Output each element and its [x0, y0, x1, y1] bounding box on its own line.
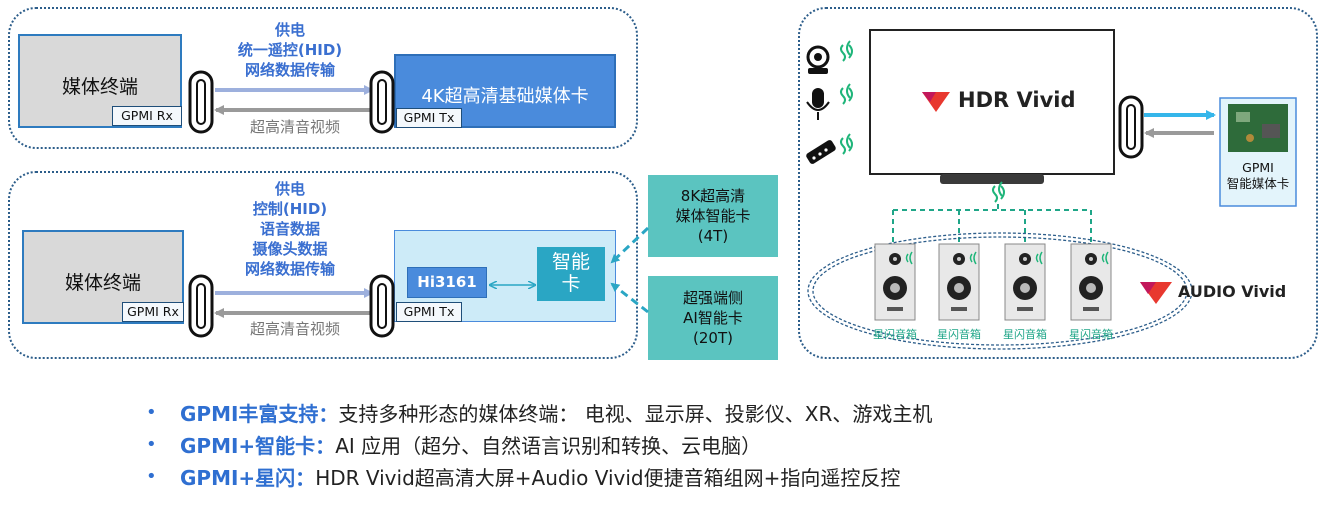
forward-label: 供电 — [274, 21, 305, 39]
teal-card-line: 8K超高清 — [680, 187, 746, 205]
mid-forward-labels: 供电 控制(HID) 语音数据 摄像头数据 网络数据传输 — [210, 179, 370, 279]
forward-label: 供电 — [274, 180, 305, 198]
forward-label: 统一遥控(HID) — [237, 41, 343, 59]
bullet-text: AI 应用（超分、自然语言识别和转换、云电脑） — [335, 433, 762, 458]
speaker-label: 星闪音箱 — [937, 328, 981, 341]
speaker-label: 星闪音箱 — [1003, 328, 1047, 341]
gpmi-rx-port-mid: GPMI Rx — [122, 302, 184, 322]
feature-bullet-list: • GPMI丰富支持： 支持多种形态的媒体终端： 电视、显示屏、投影仪、XR、游… — [146, 396, 932, 492]
gpmi-tx-port-mid: GPMI Tx — [396, 302, 462, 322]
microphone-icon — [806, 88, 830, 120]
wireless-link-icon — [840, 40, 853, 62]
remote-control-icon — [806, 140, 836, 164]
media-terminal-label: 媒体终端 — [61, 76, 138, 98]
forward-label: 网络数据传输 — [244, 61, 335, 79]
teal-card-line: 媒体智能卡 — [675, 207, 751, 225]
speaker-label: 星闪音箱 — [873, 328, 917, 341]
audio-vivid-logo-text: AUDIO Vivid — [1178, 282, 1287, 301]
connector-icon — [369, 70, 395, 134]
speaker-icon — [1070, 243, 1112, 321]
forward-label: 控制(HID) — [252, 200, 328, 218]
connector-icon — [1118, 95, 1144, 159]
audio-vivid-logo — [1140, 282, 1172, 304]
bullet-dot-icon: • — [146, 401, 157, 423]
top-forward-labels: 供电 统一遥控(HID) 网络数据传输 — [210, 20, 370, 80]
chip-hi3161: Hi3161 — [407, 267, 487, 298]
middle-panel — [8, 171, 638, 359]
teal-card-ai: 超强端侧 AI智能卡 (20T) — [648, 276, 778, 360]
smart-card-module: 智能卡 — [537, 247, 605, 301]
speaker-group-ellipse — [807, 232, 1193, 350]
bullet-item: • GPMI丰富支持： 支持多种形态的媒体终端： 电视、显示屏、投影仪、XR、游… — [146, 396, 932, 428]
gpmi-card-line: 智能媒体卡 — [1226, 176, 1290, 191]
wireless-link-icon — [905, 251, 1109, 265]
media-terminal-label: 媒体终端 — [64, 272, 141, 294]
gpmi-rx-port-top: GPMI Rx — [112, 106, 182, 126]
top-panel — [8, 7, 638, 149]
teal-card-line: (4T) — [697, 227, 729, 245]
bullet-heading: GPMI+星闪： — [180, 465, 316, 490]
forward-label: 语音数据 — [259, 220, 320, 238]
camera-icon — [806, 45, 830, 74]
bullet-item: • GPMI+星闪： HDR Vivid超高清大屏+Audio Vivid便捷音… — [146, 460, 932, 492]
bullet-text: 支持多种形态的媒体终端： 电视、显示屏、投影仪、XR、游戏主机 — [338, 401, 933, 426]
hdr-vivid-logo — [922, 92, 950, 112]
wireless-link-icon — [840, 83, 853, 105]
mid-return-label: 超高清音视频 — [249, 320, 340, 338]
smart-card-label: 智能卡 — [551, 251, 590, 295]
bullet-heading: GPMI+智能卡： — [180, 433, 336, 458]
teal-card-line: (20T) — [693, 329, 733, 347]
speaker-icon — [874, 243, 916, 321]
connector-icon — [188, 274, 214, 338]
gpmi-card-line: GPMI — [1242, 160, 1274, 175]
media-card-4k-label: 4K超高清基础媒体卡 — [421, 86, 589, 107]
speaker-icon — [938, 243, 980, 321]
bullet-dot-icon: • — [146, 465, 157, 487]
teal-dashed-arrow — [610, 282, 649, 314]
wireless-link-icon — [840, 133, 853, 155]
teal-card-line: 超强端侧 — [682, 289, 743, 307]
speaker-network-lines — [892, 204, 1092, 244]
bullet-item: • GPMI+智能卡： AI 应用（超分、自然语言识别和转换、云电脑） — [146, 428, 932, 460]
bullet-dot-icon: • — [146, 433, 157, 455]
bullet-text: HDR Vivid超高清大屏+Audio Vivid便捷音箱组网+指向遥控反控 — [315, 465, 901, 490]
forward-label: 网络数据传输 — [244, 260, 335, 278]
teal-dashed-arrow — [610, 226, 650, 264]
speaker-label: 星闪音箱 — [1069, 328, 1113, 341]
connector-icon — [188, 70, 214, 134]
chip-hi3161-label: Hi3161 — [417, 273, 477, 291]
gpmi-card-label: GPMI 智能媒体卡 — [1220, 160, 1296, 192]
teal-card-8k: 8K超高清 媒体智能卡 (4T) — [648, 175, 778, 257]
forward-label: 摄像头数据 — [252, 240, 328, 258]
teal-card-line: AI智能卡 — [683, 309, 743, 327]
gpmi-tx-port-top: GPMI Tx — [396, 108, 462, 128]
connector-icon — [369, 274, 395, 338]
speaker-icon — [1004, 243, 1046, 321]
top-return-label: 超高清音视频 — [249, 118, 340, 136]
right-panel — [798, 7, 1318, 359]
wireless-link-icon — [992, 181, 1005, 203]
hdr-vivid-logo-text: HDR Vivid — [958, 88, 1076, 112]
bullet-heading: GPMI丰富支持： — [180, 401, 339, 426]
gpmi-card-board-image — [1219, 97, 1297, 207]
tv-display — [869, 29, 1115, 184]
